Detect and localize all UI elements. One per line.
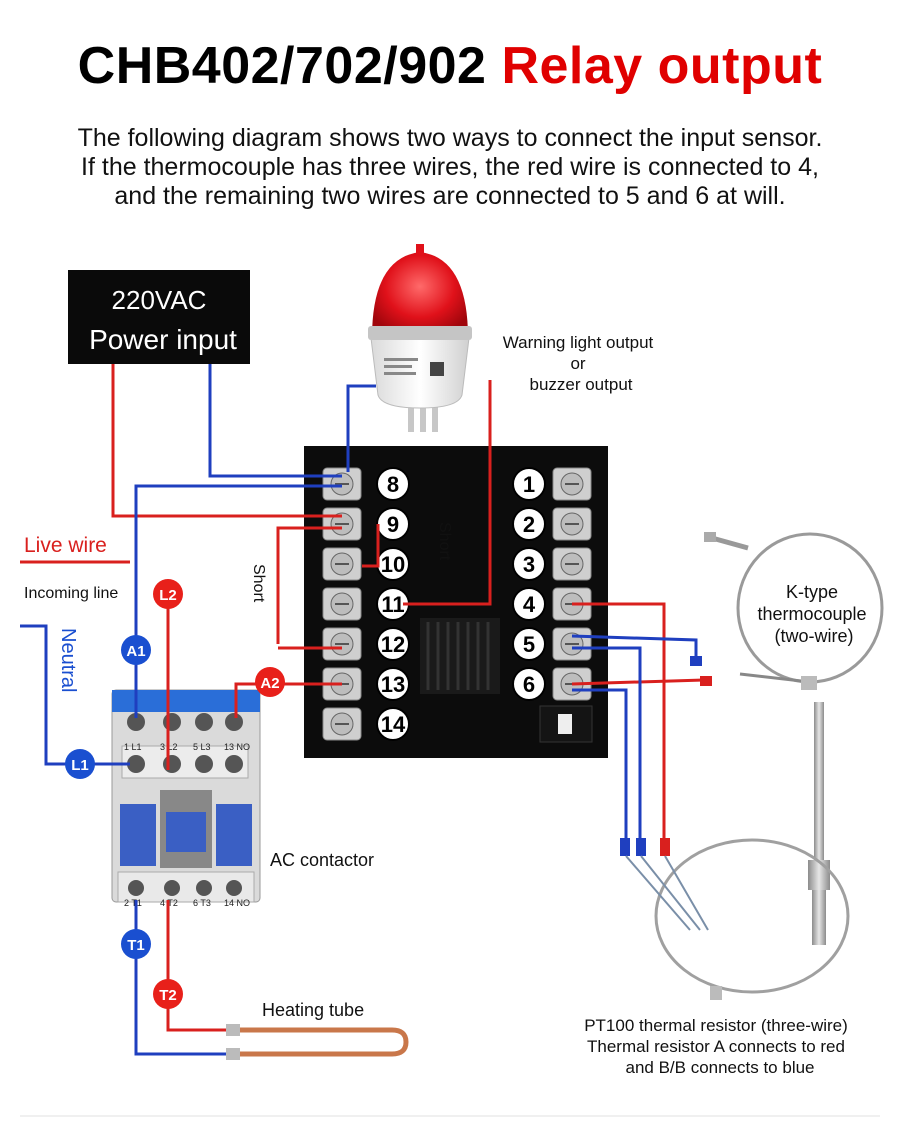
short-label-left: Short — [250, 564, 267, 603]
power-box-line-1: 220VAC — [112, 285, 207, 315]
svg-text:6: 6 — [523, 672, 535, 697]
contactor-top-4: 13 NO — [224, 742, 250, 752]
svg-text:1: 1 — [523, 472, 535, 497]
svg-text:14: 14 — [381, 712, 406, 737]
k-type-thermocouple — [704, 532, 884, 690]
svg-text:9: 9 — [387, 512, 399, 537]
contactor-bottom-4: 14 NO — [224, 898, 250, 908]
heating-tube-label: Heating tube — [262, 1000, 364, 1020]
wire-terminals — [620, 656, 712, 931]
pt100-line-3: and B/B connects to blue — [625, 1058, 814, 1077]
terminal-5: 5 — [512, 627, 546, 661]
ac-contactor: 1 L1 3 L2 5 L3 13 NO 2 T1 4 T2 6 T3 14 N… — [111, 689, 261, 908]
svg-text:L2: L2 — [159, 587, 177, 604]
warning-label-line-3: buzzer output — [529, 375, 632, 394]
heating-tube — [236, 1027, 409, 1057]
terminal-4: 4 — [512, 587, 546, 621]
svg-text:T1: T1 — [127, 937, 145, 954]
heating-tube-terminal-1 — [226, 1024, 240, 1036]
pt100-line-2: Thermal resistor A connects to red — [587, 1037, 845, 1056]
svg-text:3: 3 — [523, 552, 535, 577]
contactor-top-1: 1 L1 — [124, 742, 142, 752]
badge-t1: T1 — [121, 929, 151, 959]
pt100-probe — [654, 702, 850, 1000]
svg-text:10: 10 — [381, 552, 405, 577]
terminal-1: 1 — [512, 467, 546, 501]
live-wire-label: Live wire — [24, 534, 107, 557]
badge-l2: L2 — [153, 579, 183, 609]
ac-contactor-label: AC contactor — [270, 850, 374, 870]
red-wires — [20, 364, 705, 1032]
svg-text:A1: A1 — [126, 643, 145, 660]
badge-t2: T2 — [153, 979, 183, 1009]
title-output-type: Relay output — [501, 37, 823, 95]
contactor-bottom-3: 6 T3 — [193, 898, 211, 908]
terminal-11: 11 — [376, 587, 410, 621]
badge-l1: L1 — [65, 749, 95, 779]
terminal-3: 3 — [512, 547, 546, 581]
svg-text:2: 2 — [523, 512, 535, 537]
power-box-line-2: Power input — [89, 324, 237, 355]
thermocouple-line-2: thermocouple — [757, 604, 866, 624]
svg-text:T2: T2 — [159, 987, 177, 1004]
short-label-right: Short — [436, 522, 453, 561]
thermocouple-line-1: K-type — [786, 582, 838, 602]
terminal-12: 12 — [376, 627, 410, 661]
svg-text:4: 4 — [523, 592, 536, 617]
page-title: CHB402/702/902 Relay output — [0, 36, 900, 96]
terminal-9: 9 — [376, 507, 410, 541]
left-terminal-screws — [322, 467, 362, 741]
terminal-10: 10 — [376, 547, 410, 581]
heating-tube-terminal-2 — [226, 1048, 240, 1060]
svg-text:A2: A2 — [260, 675, 279, 692]
description-line-3: and the remaining two wires are connecte… — [114, 182, 786, 210]
description-line-2: If the thermocouple has three wires, the… — [81, 153, 819, 181]
terminal-14: 14 — [376, 707, 410, 741]
thermocouple-line-3: (two-wire) — [775, 626, 854, 646]
terminal-2: 2 — [512, 507, 546, 541]
warning-label-line-2: or — [570, 354, 585, 373]
title-model: CHB402/702/902 — [77, 37, 487, 95]
contactor-top-3: 5 L3 — [193, 742, 211, 752]
terminal-13: 13 — [376, 667, 410, 701]
contactor-bottom-1: 2 T1 — [124, 898, 142, 908]
terminal-8: 8 — [376, 467, 410, 501]
incoming-line-label: Incoming line — [24, 585, 118, 602]
terminal-6: 6 — [512, 667, 546, 701]
svg-text:5: 5 — [523, 632, 535, 657]
badge-a2: A2 — [255, 667, 285, 697]
svg-text:12: 12 — [381, 632, 405, 657]
power-input-box: 220VAC Power input — [68, 270, 250, 364]
warning-label-line-1: Warning light output — [503, 333, 654, 352]
warning-light — [368, 244, 472, 432]
neutral-label: Neutral — [57, 628, 79, 692]
svg-text:13: 13 — [381, 672, 405, 697]
description-line-1: The following diagram shows two ways to … — [77, 124, 823, 152]
svg-text:8: 8 — [387, 472, 399, 497]
svg-text:L1: L1 — [71, 757, 89, 774]
pt100-line-1: PT100 thermal resistor (three-wire) — [584, 1016, 848, 1035]
badge-a1: A1 — [121, 635, 151, 665]
svg-text:11: 11 — [381, 592, 404, 617]
